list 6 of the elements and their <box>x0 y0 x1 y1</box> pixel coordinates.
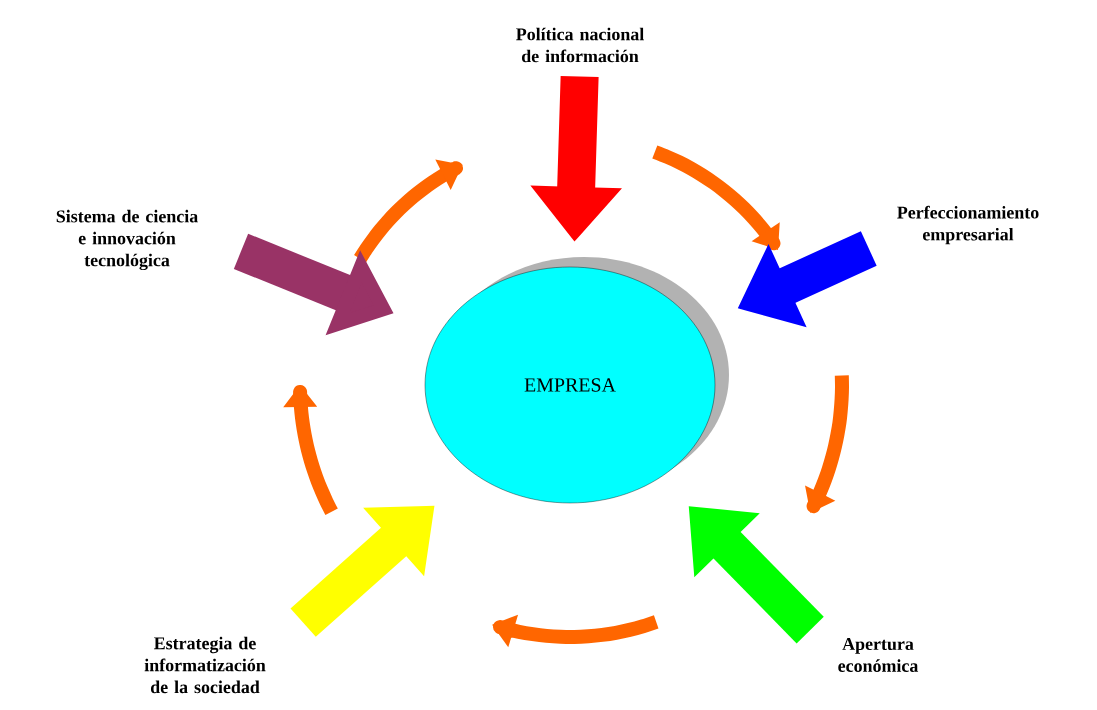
ellipse-node: EMPRESA <box>424 257 729 504</box>
label-text: Estrategia de informatización de la sociedad <box>144 636 266 694</box>
label-text: Perfeccionamiento empresarial <box>897 205 1039 245</box>
label-text: Sistema de ciencia e innovación tecnológica <box>56 209 198 271</box>
label-text: Apertura económica <box>838 638 919 672</box>
label-text: Política nacional de información <box>516 27 644 63</box>
